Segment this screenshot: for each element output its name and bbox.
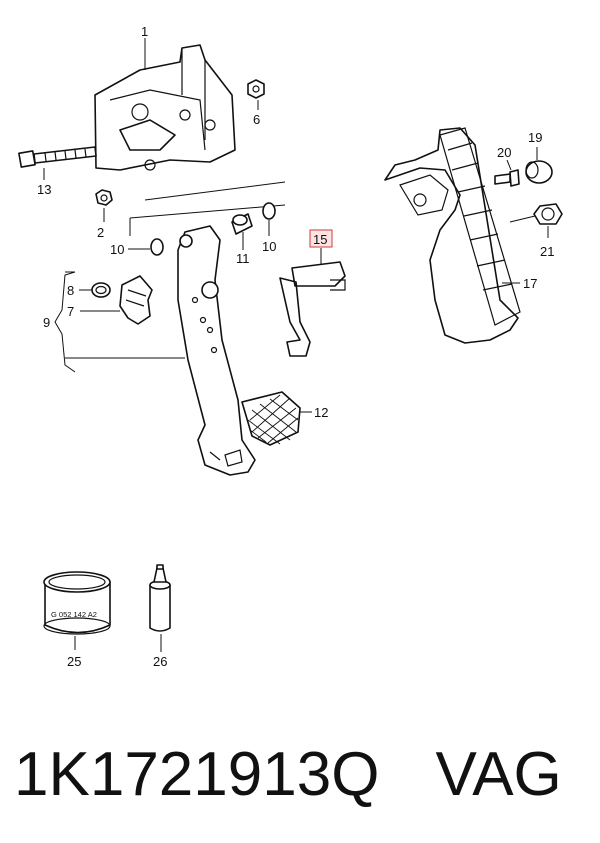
callout-13: 13 — [37, 182, 51, 197]
mounting-nut — [533, 203, 563, 225]
flange-nut — [247, 79, 265, 99]
spacer-sleeve — [231, 213, 253, 235]
part-number: 1K1721913Q — [14, 740, 380, 809]
callout-9: 9 — [43, 315, 50, 330]
bushing-left — [150, 238, 164, 256]
assembly-outline — [65, 181, 286, 359]
callout-1: 1 — [141, 24, 148, 39]
callout-10-left: 10 — [110, 242, 124, 257]
callout-15: 15 — [313, 232, 327, 247]
screw — [494, 169, 520, 187]
callout-6: 6 — [253, 112, 260, 127]
grease-tube — [149, 564, 171, 632]
cap — [525, 160, 553, 184]
callout-10-right: 10 — [262, 239, 276, 254]
callout-17: 17 — [523, 276, 537, 291]
callout-20: 20 — [497, 145, 511, 160]
callout-25: 25 — [67, 654, 81, 669]
clamp-sleeve: G 052 142 A2 — [43, 571, 111, 635]
callout-15-highlight — [309, 229, 333, 248]
bushing-right — [262, 202, 276, 220]
o-ring — [91, 282, 111, 298]
brand-name: VAG — [435, 740, 562, 809]
bolt — [18, 146, 97, 168]
callout-26: 26 — [153, 654, 167, 669]
callout-19: 19 — [528, 130, 542, 145]
pedal-lever — [177, 225, 256, 476]
clip — [119, 275, 153, 325]
callout-12: 12 — [314, 405, 328, 420]
part-number-footer: 1K1721913Q VAG — [14, 735, 594, 815]
callout-2: 2 — [97, 225, 104, 240]
pedal-pad — [241, 391, 301, 446]
callout-7: 7 — [67, 304, 74, 319]
callout-11: 11 — [236, 251, 250, 266]
callout-21: 21 — [540, 244, 554, 259]
switch-bracket — [279, 261, 346, 357]
callout-8: 8 — [67, 283, 74, 298]
pedal-bracket — [94, 44, 236, 171]
sleeve-text: G 052 142 A2 — [51, 610, 97, 619]
hex-nut — [95, 189, 113, 206]
accelerator-pedal — [384, 127, 521, 344]
